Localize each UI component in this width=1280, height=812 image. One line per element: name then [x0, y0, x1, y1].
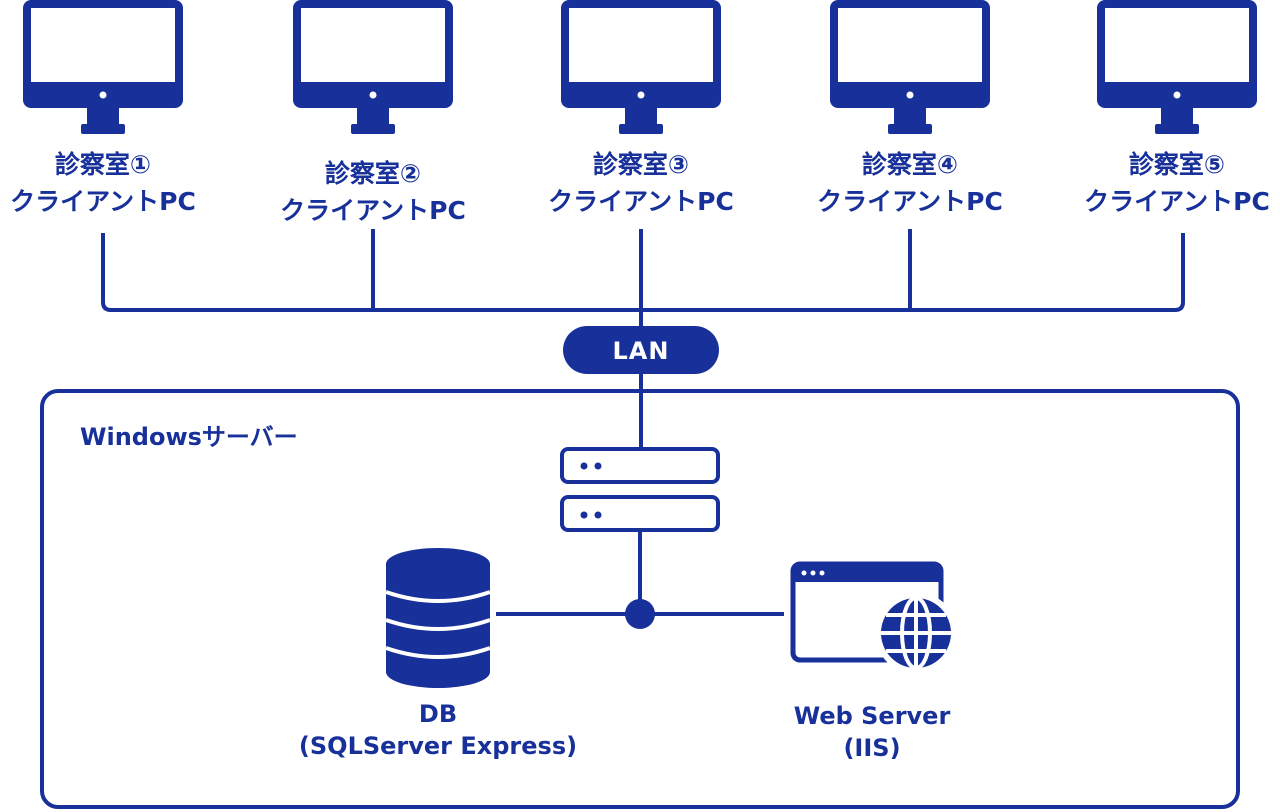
- client-4: 診察室④ クライアントPC: [817, 0, 1003, 216]
- client-pc-label: クライアントPC: [548, 187, 734, 216]
- monitor-icon: [293, 0, 453, 134]
- client-room-label: 診察室②: [325, 159, 421, 188]
- web-server-subtitle: (IIS): [843, 734, 900, 762]
- web-server-label: Web Server: [794, 702, 951, 730]
- windows-server-title: Windowsサーバー: [80, 423, 298, 451]
- client-room-label: 診察室③: [593, 150, 689, 179]
- monitor-icon: [1097, 0, 1257, 134]
- windows-server-box: [40, 389, 1240, 809]
- client-1: 診察室① クライアントPC: [10, 0, 196, 216]
- db-label: DB: [419, 700, 457, 728]
- client-2: 診察室② クライアントPC: [280, 0, 466, 225]
- database-icon: [385, 548, 491, 688]
- junction-node: [625, 599, 655, 629]
- client-room-label: 診察室①: [55, 150, 151, 179]
- db-subtitle: (SQLServer Express): [299, 732, 577, 760]
- client-3: 診察室③ クライアントPC: [548, 0, 734, 216]
- client-room-label: 診察室④: [862, 150, 958, 179]
- lan-label: LAN: [613, 337, 670, 365]
- browser-globe-icon: [790, 561, 957, 674]
- client-5: 診察室⑤ クライアントPC: [1084, 0, 1270, 216]
- client-pc-label: クライアントPC: [817, 187, 1003, 216]
- monitor-icon: [830, 0, 990, 134]
- monitor-icon: [23, 0, 183, 134]
- client-room-label: 診察室⑤: [1129, 150, 1225, 179]
- lan-badge: LAN: [563, 326, 719, 374]
- client-pc-label: クライアントPC: [280, 196, 466, 225]
- monitor-icon: [561, 0, 721, 134]
- server-icon: [560, 447, 720, 532]
- client-pc-label: クライアントPC: [10, 187, 196, 216]
- client-pc-label: クライアントPC: [1084, 187, 1270, 216]
